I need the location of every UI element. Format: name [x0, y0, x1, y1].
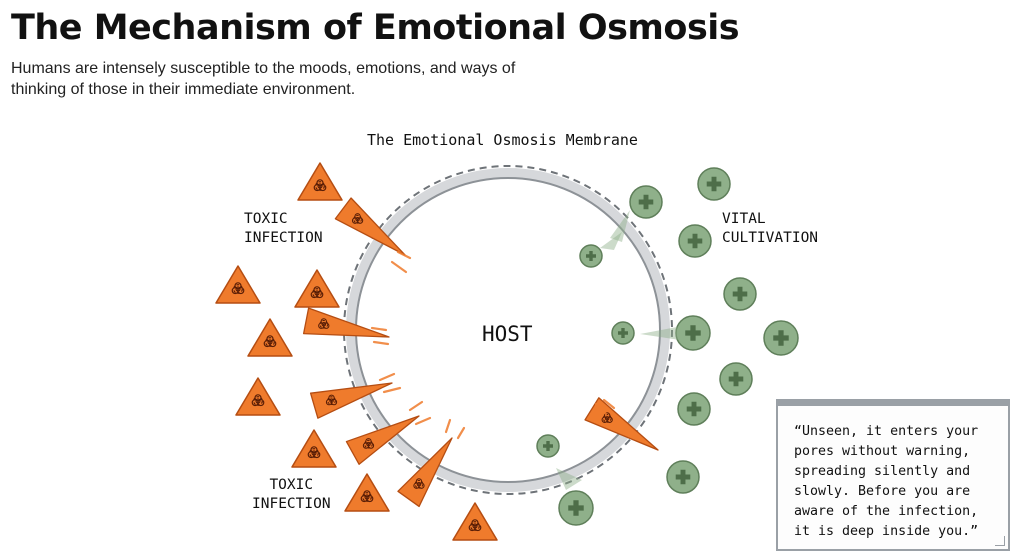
vital-trail-icon — [600, 232, 622, 250]
toxic-infection-label-top: TOXIC INFECTION — [244, 211, 323, 246]
vital-plus-icon — [677, 392, 711, 426]
membrane-label: The Emotional Osmosis Membrane — [367, 131, 638, 149]
toxic-spike-icon — [584, 397, 659, 451]
vital-trail-icon — [610, 210, 630, 242]
quote-box: “Unseen, it enters your pores without wa… — [776, 399, 1010, 551]
vital-plus-icon — [611, 321, 635, 345]
vital-plus-icon — [558, 490, 594, 526]
page-subtitle: Humans are intensely susceptible to the … — [11, 60, 516, 98]
vital-cultivation-label: VITAL CULTIVATION — [722, 211, 819, 246]
vital-trail-icon — [556, 468, 582, 490]
resize-corner-icon — [995, 536, 1005, 546]
vital-plus-icon — [697, 167, 731, 201]
vital-plus-icon — [675, 315, 711, 351]
biohazard-warning-icon — [294, 269, 340, 308]
vital-plus-icon — [536, 434, 560, 458]
vital-agents — [536, 167, 799, 526]
biohazard-warning-icon — [452, 502, 498, 541]
biohazard-warning-icon — [235, 377, 281, 416]
quote-text: “Unseen, it enters your pores without wa… — [794, 424, 979, 539]
toxic-agents — [215, 162, 659, 541]
biohazard-warning-icon — [297, 162, 343, 201]
toxic-spike-icon — [345, 400, 432, 465]
vital-plus-icon — [666, 460, 700, 494]
toxic-infection-label-bottom: TOXIC INFECTION — [252, 477, 331, 512]
vital-plus-icon — [763, 320, 799, 356]
vital-plus-icon — [723, 277, 757, 311]
biohazard-warning-icon — [247, 318, 293, 357]
toxic-spike-icon — [302, 307, 390, 346]
biohazard-warning-icon — [344, 473, 390, 512]
toxic-spike-icon — [397, 418, 466, 508]
membrane-outer-dash — [343, 165, 673, 495]
page-title: The Mechanism of Emotional Osmosis — [11, 8, 740, 48]
host-label: HOST — [482, 322, 533, 346]
biohazard-warning-icon — [291, 429, 337, 468]
toxic-spike-icon — [309, 372, 402, 419]
vital-plus-icon — [678, 224, 712, 258]
biohazard-warning-icon — [215, 265, 261, 304]
toxic-spike-icon — [334, 197, 412, 274]
vital-plus-icon — [629, 185, 663, 219]
vital-plus-icon — [719, 362, 753, 396]
vital-plus-icon — [579, 244, 603, 268]
vital-trail-icon — [640, 327, 680, 340]
